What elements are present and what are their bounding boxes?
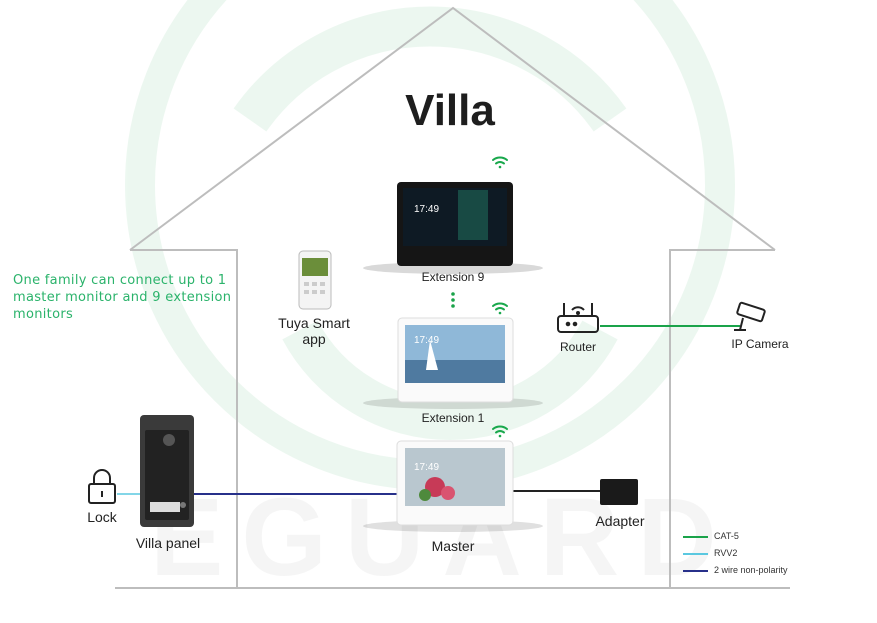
lock-icon xyxy=(88,469,116,504)
extension1-label: Extension 1 xyxy=(421,411,485,425)
svg-text:17:49: 17:49 xyxy=(414,462,439,473)
master-label: Master xyxy=(431,538,475,554)
wifi-icon xyxy=(492,156,508,169)
page-title: Villa xyxy=(405,86,495,135)
capacity-note: One family can connect up to 1 master mo… xyxy=(13,273,232,322)
extension1-monitor: 17:49 xyxy=(363,317,543,409)
ip-camera-label: IP Camera xyxy=(731,337,789,351)
villa-panel-device xyxy=(140,415,194,527)
extension9-monitor: 17:49 xyxy=(363,182,543,274)
ip-camera-icon xyxy=(734,301,766,331)
adapter-icon xyxy=(600,479,638,505)
wifi-icon xyxy=(492,302,508,315)
wifi-icon xyxy=(492,425,508,438)
legend-label-2wire: 2 wire non-polarity xyxy=(714,565,788,575)
villa-panel-label: Villa panel xyxy=(135,535,201,551)
legend-label-cat5: CAT-5 xyxy=(714,531,739,541)
router-label: Router xyxy=(559,340,597,354)
more-extensions-dots xyxy=(451,292,455,308)
app-label: Tuya Smart app xyxy=(278,315,350,347)
legend-label-rvv2: RVV2 xyxy=(714,548,738,558)
extension9-label: Extension 9 xyxy=(421,270,485,284)
lock-label: Lock xyxy=(87,509,117,525)
master-monitor: 17:49 xyxy=(363,440,543,532)
router-icon xyxy=(557,303,599,333)
house-outline xyxy=(115,6,790,589)
adapter-label: Adapter xyxy=(595,513,645,529)
svg-text:17:49: 17:49 xyxy=(414,335,439,346)
svg-text:17:49: 17:49 xyxy=(414,204,439,215)
phone-icon xyxy=(298,250,332,310)
